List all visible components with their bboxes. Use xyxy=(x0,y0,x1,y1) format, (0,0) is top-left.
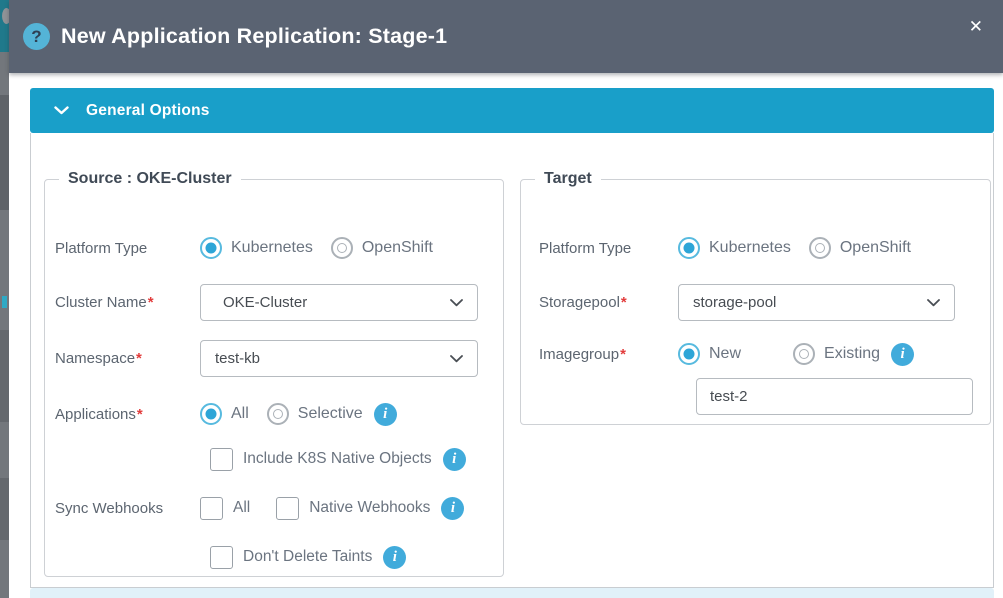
dont-delete-taints-info-icon[interactable]: i xyxy=(383,545,407,569)
new-application-replication-modal: ? New Application Replication: Stage-1 ✕… xyxy=(9,0,1003,598)
sync-webhooks-label: Sync Webhooks xyxy=(55,499,164,517)
dont-delete-taints-checkbox[interactable] xyxy=(210,545,233,569)
sync-webhooks-info-icon[interactable]: i xyxy=(441,496,465,520)
native-webhooks-checkbox[interactable] xyxy=(276,496,300,520)
imagegroup-info-icon[interactable]: i xyxy=(891,342,915,366)
required-marker: * xyxy=(136,350,142,367)
namespace-selected-value: test-kb xyxy=(215,350,261,367)
storagepool-selected-value: storage-pool xyxy=(693,294,777,311)
storagepool-row: Storagepool* storage-pool xyxy=(521,284,955,321)
storagepool-select[interactable]: storage-pool xyxy=(678,284,955,321)
imagegroup-name-input[interactable] xyxy=(696,378,973,415)
chevron-down-icon xyxy=(450,298,463,306)
imagegroup-new-radio[interactable] xyxy=(678,343,700,365)
next-section-header-partial[interactable] xyxy=(30,588,994,598)
source-platform-kubernetes-label: Kubernetes xyxy=(231,239,313,256)
cluster-name-selected-value: OKE-Cluster xyxy=(223,294,308,311)
source-platform-type-label: Platform Type xyxy=(55,239,148,257)
target-platform-openshift-radio[interactable] xyxy=(808,237,831,259)
sync-webhooks-row: Sync Webhooks All Native Webhooks i xyxy=(45,496,465,520)
source-cluster-name-label: Cluster Name* xyxy=(55,294,154,311)
sync-webhooks-all-label: All xyxy=(233,499,251,516)
imagegroup-row: Imagegroup* New Existing i xyxy=(521,342,915,366)
applications-all-label: All xyxy=(231,405,249,422)
target-platform-type-row: Platform Type Kubernetes OpenShift xyxy=(521,236,911,260)
background-sidebar-fragment xyxy=(0,330,9,422)
source-namespace-label: Namespace* xyxy=(55,350,142,367)
applications-info-icon[interactable]: i xyxy=(373,402,397,426)
imagegroup-existing-radio[interactable] xyxy=(793,343,816,365)
target-platform-kubernetes-label: Kubernetes xyxy=(709,239,791,256)
target-platform-kubernetes-radio[interactable] xyxy=(678,237,700,259)
close-icon[interactable]: ✕ xyxy=(968,17,983,36)
required-marker: * xyxy=(136,405,143,423)
include-k8s-info-icon[interactable]: i xyxy=(442,447,466,471)
modal-header: ? New Application Replication: Stage-1 ✕ xyxy=(9,0,1003,73)
general-options-label: General Options xyxy=(86,101,210,119)
storagepool-label: Storagepool* xyxy=(539,294,627,311)
dont-delete-taints-label: Don't Delete Taints xyxy=(243,548,373,565)
source-applications-row: Applications* All Selective i xyxy=(45,402,397,426)
chevron-down-icon xyxy=(54,106,69,115)
applications-selective-radio[interactable] xyxy=(266,403,289,425)
applications-selective-label: Selective xyxy=(297,405,363,422)
sync-webhooks-all-checkbox[interactable] xyxy=(200,496,223,520)
background-logo-fragment xyxy=(2,8,9,24)
native-webhooks-label: Native Webhooks xyxy=(309,499,431,516)
applications-all-radio[interactable] xyxy=(200,403,222,425)
general-options-accordion-header[interactable]: General Options xyxy=(30,88,994,133)
imagegroup-label: Imagegroup* xyxy=(539,345,626,363)
target-platform-type-label: Platform Type xyxy=(539,239,632,257)
source-platform-kubernetes-radio[interactable] xyxy=(200,237,222,259)
dont-delete-taints-row: Don't Delete Taints i xyxy=(210,545,407,569)
target-legend: Target xyxy=(544,170,592,187)
required-marker: * xyxy=(147,294,154,311)
source-platform-type-row: Platform Type Kubernetes OpenShift xyxy=(45,236,433,260)
include-k8s-native-objects-row: Include K8S Native Objects i xyxy=(210,447,466,471)
source-group: Source : OKE-Cluster Platform Type Kuber… xyxy=(44,170,504,577)
background-text-fragment xyxy=(2,296,7,308)
imagegroup-existing-label: Existing xyxy=(824,345,881,362)
source-namespace-row: Namespace* test-kb xyxy=(45,340,478,377)
imagegroup-new-label: New xyxy=(709,345,742,362)
include-k8s-native-objects-checkbox[interactable] xyxy=(210,447,233,471)
imagegroup-name-row xyxy=(696,378,973,415)
source-legend: Source : OKE-Cluster xyxy=(68,170,232,187)
target-group: Target Platform Type Kubernetes OpenShif… xyxy=(520,170,991,425)
target-platform-openshift-label: OpenShift xyxy=(839,239,911,256)
namespace-select[interactable]: test-kb xyxy=(200,340,478,377)
background-sidebar-fragment xyxy=(0,95,9,210)
include-k8s-native-objects-label: Include K8S Native Objects xyxy=(243,450,432,467)
help-icon[interactable]: ? xyxy=(23,23,50,50)
source-applications-label: Applications* xyxy=(55,405,143,423)
background-navbar-fragment xyxy=(0,0,9,52)
required-marker: * xyxy=(620,294,627,311)
background-page-sliver xyxy=(0,0,9,598)
source-platform-openshift-radio[interactable] xyxy=(330,237,353,259)
required-marker: * xyxy=(620,345,626,363)
cluster-name-select[interactable]: OKE-Cluster xyxy=(200,284,478,321)
background-sidebar-fragment xyxy=(0,478,9,540)
chevron-down-icon xyxy=(450,354,463,362)
source-cluster-name-row: Cluster Name* OKE-Cluster xyxy=(45,284,478,321)
modal-title: New Application Replication: Stage-1 xyxy=(61,24,448,48)
source-platform-openshift-label: OpenShift xyxy=(361,239,433,256)
chevron-down-icon xyxy=(927,298,940,306)
